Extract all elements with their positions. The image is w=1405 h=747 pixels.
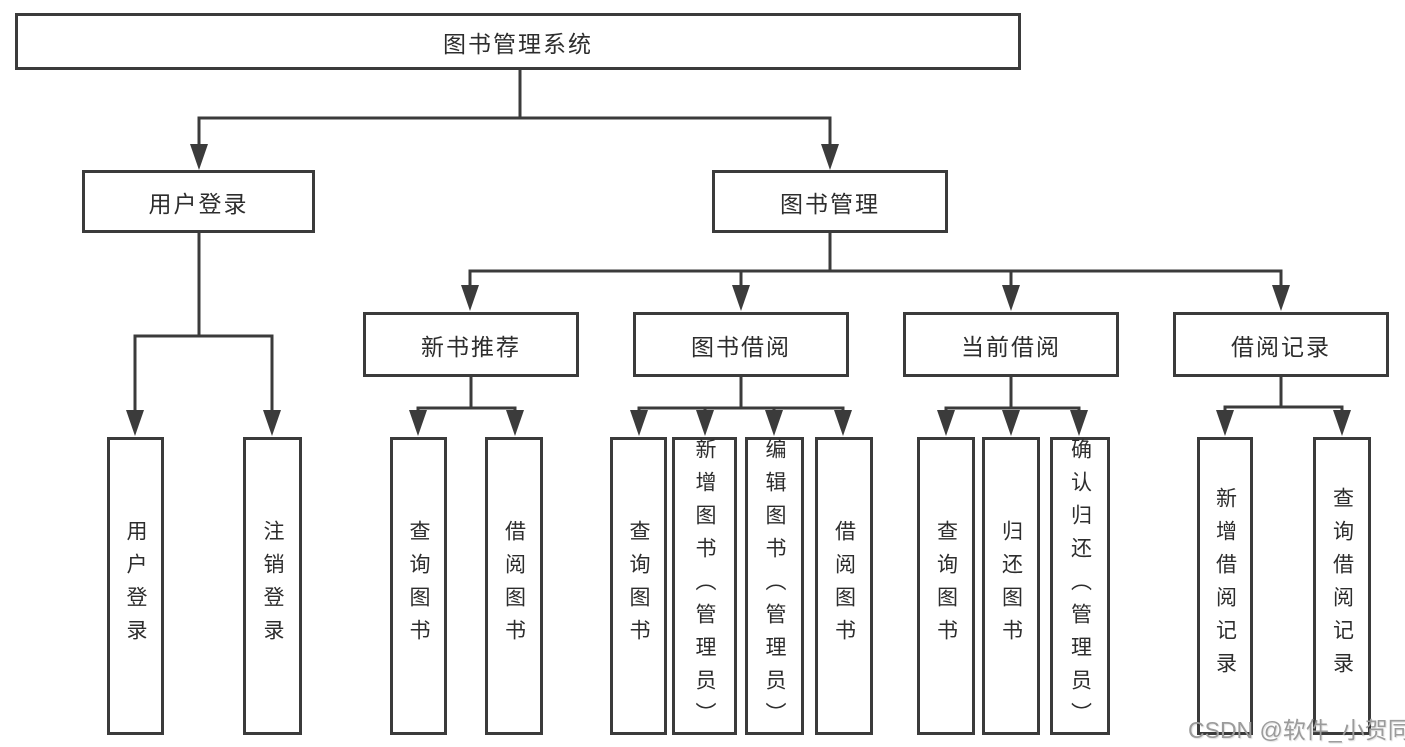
leaf-user-login: 用户登录 xyxy=(107,437,164,735)
leaf-return-books: 归还图书 xyxy=(982,437,1040,735)
node-user-login: 用户登录 xyxy=(82,170,315,233)
leaf-borrow-query-books: 查询图书 xyxy=(610,437,667,735)
leaf-recommend-query-books: 查询图书 xyxy=(390,437,447,735)
node-label: 借阅记录 xyxy=(1231,333,1331,360)
leaf-edit-books-admin: 编辑图书（管理员） xyxy=(745,437,804,735)
leaf-label: 新增借阅记录 xyxy=(1213,487,1237,685)
leaf-confirm-return-admin: 确认归还（管理员） xyxy=(1050,437,1110,735)
leaf-label: 编辑图书（管理员） xyxy=(763,437,786,735)
leaf-label: 查询图书 xyxy=(627,520,650,652)
leaf-label: 归还图书 xyxy=(999,520,1023,652)
leaf-add-borrow-record: 新增借阅记录 xyxy=(1197,437,1253,735)
node-new-book-recommend: 新书推荐 xyxy=(363,312,579,377)
leaf-label: 注销登录 xyxy=(261,520,284,652)
leaf-label: 借阅图书 xyxy=(832,520,856,652)
leaf-logout: 注销登录 xyxy=(243,437,302,735)
node-borrow-records: 借阅记录 xyxy=(1173,312,1389,377)
leaf-label: 查询图书 xyxy=(934,520,958,652)
leaf-label: 借阅图书 xyxy=(502,520,526,652)
csdn-watermark: CSDN @软件_小贺同学 xyxy=(1188,717,1405,743)
node-book-management: 图书管理 xyxy=(712,170,948,233)
leaf-query-borrow-record: 查询借阅记录 xyxy=(1313,437,1371,735)
node-current-borrow: 当前借阅 xyxy=(903,312,1119,377)
node-label: 新书推荐 xyxy=(421,333,521,360)
leaf-label: 新增图书（管理员） xyxy=(693,437,716,735)
node-label: 图书管理系统 xyxy=(443,30,593,57)
leaf-recommend-borrow-books: 借阅图书 xyxy=(485,437,543,735)
node-book-borrow: 图书借阅 xyxy=(633,312,849,377)
node-label: 用户登录 xyxy=(148,190,249,217)
leaf-label: 查询图书 xyxy=(407,520,430,652)
node-label: 图书管理 xyxy=(780,190,880,217)
leaf-borrow-books: 借阅图书 xyxy=(815,437,873,735)
leaf-label: 查询借阅记录 xyxy=(1330,487,1354,685)
node-root-library-management-system: 图书管理系统 xyxy=(15,13,1021,70)
leaf-label: 用户登录 xyxy=(124,520,147,652)
node-label: 当前借阅 xyxy=(961,333,1061,360)
leaf-add-books-admin: 新增图书（管理员） xyxy=(672,437,737,735)
node-label: 图书借阅 xyxy=(691,333,791,360)
leaf-current-query-books: 查询图书 xyxy=(917,437,975,735)
leaf-label: 确认归还（管理员） xyxy=(1068,437,1092,735)
